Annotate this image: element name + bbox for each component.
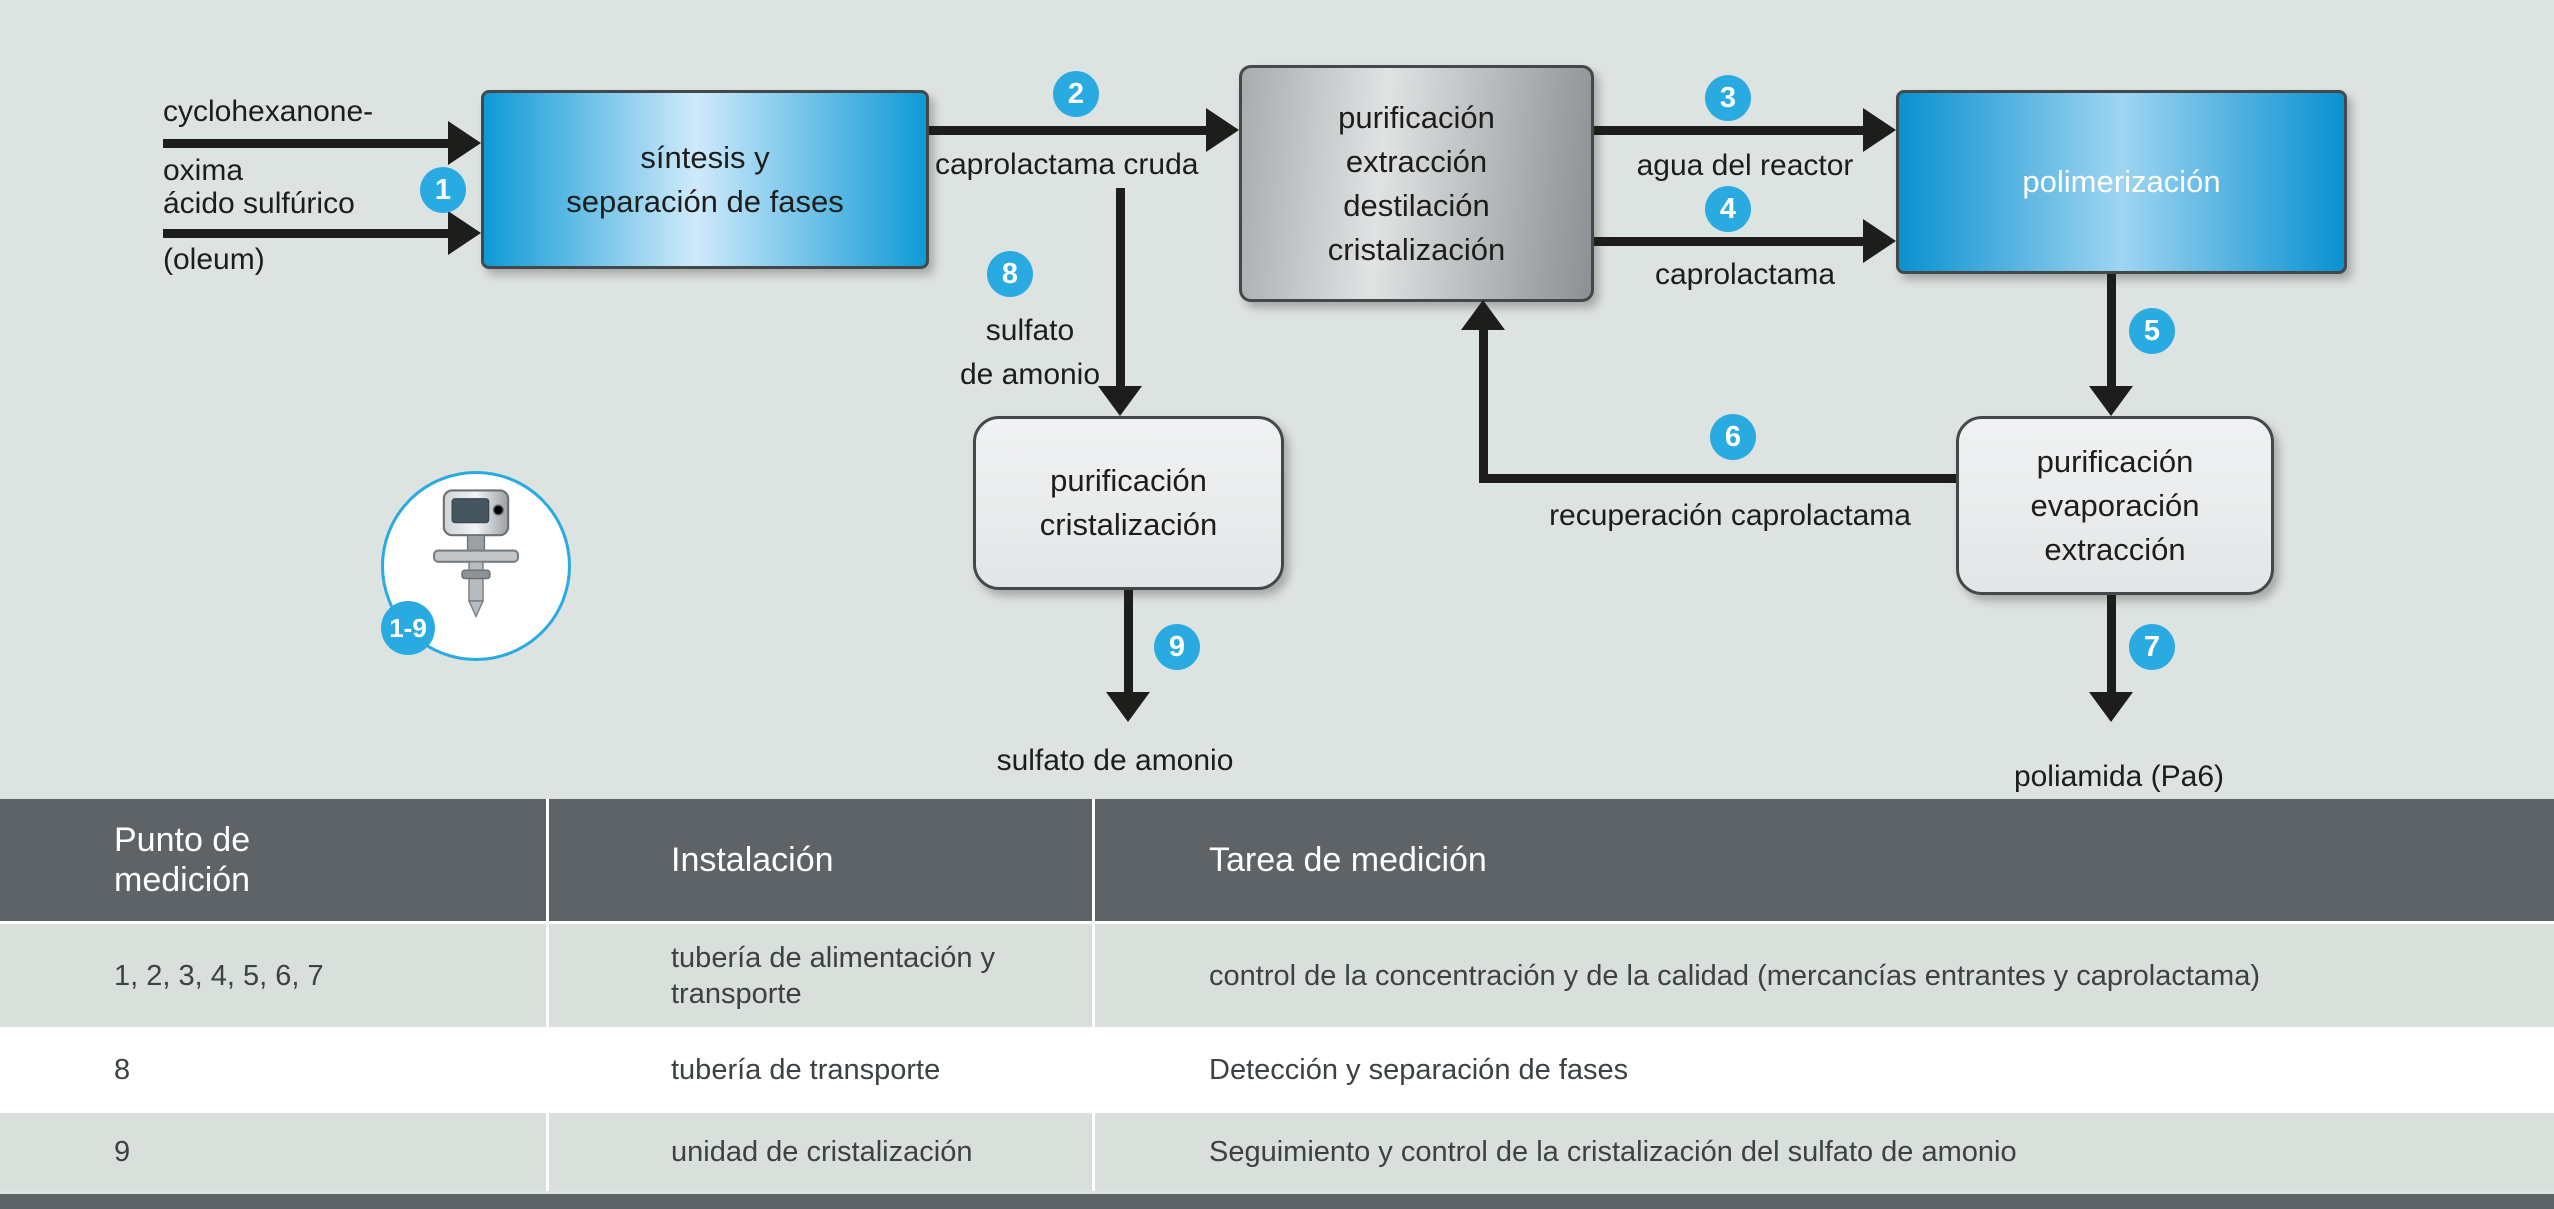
- measure-point-badge-2: 2: [1053, 71, 1099, 117]
- arrow-synthesis-to-purification-head: [1206, 108, 1239, 152]
- measure-point-badge-5: 5: [2129, 308, 2175, 354]
- measure-point-badge-range: 1-9: [381, 601, 435, 655]
- flowmeter-illustration: [432, 489, 520, 619]
- arrow-to-crystallization-shaft: [1116, 188, 1125, 386]
- arrow-to-crystallization-head: [1098, 386, 1142, 416]
- box-purification-main-line1: purificación: [1338, 99, 1495, 135]
- arrow-recycle-head: [1461, 300, 1505, 330]
- measure-point-badge-7: 7: [2129, 624, 2175, 670]
- arrow-caprolactama-shaft: [1594, 237, 1863, 246]
- footer-bar: [0, 1194, 2554, 1209]
- input-label-acido-line1: ácido sulfúrico: [163, 187, 355, 220]
- table-header-punto-line2: medición: [114, 861, 251, 899]
- box-purification-crystallization: purificación cristalización: [973, 416, 1284, 590]
- feed-arrow-1-shaft: [163, 139, 448, 148]
- input-label-cyclohexanone-line2: oxima: [163, 154, 244, 187]
- table-header-row: Punto de medición Instalación Tarea de m…: [0, 799, 2554, 921]
- arrow-recycle-horizontal-shaft: [1483, 474, 1956, 483]
- label-poliamida: poliamida (Pa6): [2013, 760, 2225, 793]
- box-purification-crystallization-line2: cristalización: [1039, 507, 1218, 542]
- table-header-instalacion: Instalación: [546, 799, 1092, 921]
- measure-point-badge-9: 9: [1154, 624, 1200, 670]
- table-header-punto: Punto de medición: [0, 799, 546, 921]
- table-cell-installation: tubería de transporte: [546, 1030, 1092, 1110]
- box-purification-evaporation-line2: evaporación: [2030, 487, 2200, 523]
- table-header-punto-line1: Punto de: [114, 821, 251, 859]
- label-sulfato-line2: de amonio: [959, 358, 1101, 391]
- box-purification-evaporation-line3: extracción: [2044, 531, 2186, 567]
- box-purification-main-line4: cristalización: [1327, 231, 1506, 267]
- label-caprolactama-cruda: caprolactama cruda: [935, 148, 1199, 181]
- input-label-cyclohexanone-line1: cyclohexanone-: [163, 95, 374, 128]
- table-cell-task: control de la concentración y de la cali…: [1092, 924, 2554, 1027]
- feed-arrow-1-head: [448, 121, 481, 165]
- table-cell-point: 9: [114, 1136, 131, 1168]
- box-polymerization: polimerización: [1896, 90, 2347, 274]
- table-row: 9 unidad de cristalización Seguimiento y…: [0, 1110, 2554, 1191]
- arrow-crystallization-out-shaft: [1124, 590, 1133, 692]
- table-cell-point: 8: [114, 1054, 131, 1086]
- table-row: 8 tubería de transporte Detección y sepa…: [0, 1027, 2554, 1110]
- measure-point-badge-1: 1: [420, 167, 466, 213]
- arrow-evaporation-out-head: [2089, 692, 2133, 722]
- feed-arrow-2-shaft: [163, 229, 448, 238]
- arrow-polymerization-down-head: [2089, 386, 2133, 416]
- box-purification-evaporation-line1: purificación: [2036, 443, 2194, 479]
- arrow-polymerization-down-shaft: [2107, 274, 2116, 386]
- label-caprolactama: caprolactama: [1654, 258, 1836, 291]
- table-cell-point: 1, 2, 3, 4, 5, 6, 7: [114, 959, 324, 992]
- measure-point-badge-3: 3: [1705, 75, 1751, 121]
- table-cell-installation: tubería de alimentación y transporte: [546, 924, 1092, 1027]
- label-sulfato-de-amonio: sulfato de amonio: [996, 744, 1234, 777]
- arrow-water-head: [1863, 108, 1896, 152]
- arrow-caprolactama-head: [1863, 219, 1896, 263]
- box-purification-main: purificación extracción destilación cris…: [1239, 65, 1594, 302]
- feed-arrow-2-head: [448, 211, 481, 255]
- box-purification-main-line2: extracción: [1345, 143, 1488, 179]
- box-purification-main-line3: destilación: [1343, 187, 1490, 223]
- label-sulfato-line1: sulfato: [985, 314, 1075, 347]
- arrow-evaporation-out-shaft: [2107, 595, 2116, 692]
- table-cell-task: Seguimiento y control de la cristalizaci…: [1092, 1113, 2554, 1191]
- input-label-acido-line2: (oleum): [163, 243, 265, 276]
- measurement-table: Punto de medición Instalación Tarea de m…: [0, 799, 2554, 1191]
- box-synthesis: síntesis y separación de fases: [481, 90, 929, 269]
- label-recuperacion-caprolactama: recuperación caprolactama: [1549, 499, 1911, 532]
- table-row: 1, 2, 3, 4, 5, 6, 7 tubería de alimentac…: [0, 921, 2554, 1027]
- arrow-recycle-vertical-shaft: [1479, 330, 1488, 483]
- measure-point-badge-8: 8: [987, 251, 1033, 297]
- table-header-tarea: Tarea de medición: [1092, 799, 2554, 921]
- table-cell-task: Detección y separación de fases: [1092, 1030, 2554, 1110]
- box-purification-crystallization-line1: purificación: [1050, 463, 1207, 498]
- arrow-synthesis-to-purification-shaft: [929, 126, 1206, 135]
- arrow-water-shaft: [1594, 126, 1863, 135]
- box-purification-evaporation: purificación evaporación extracción: [1956, 416, 2274, 595]
- arrow-crystallization-out-head: [1106, 692, 1150, 722]
- box-synthesis-line2: separación de fases: [566, 183, 844, 219]
- label-agua-del-reactor: agua del reactor: [1636, 149, 1854, 182]
- measure-point-badge-4: 4: [1705, 186, 1751, 232]
- box-synthesis-line1: síntesis y: [640, 139, 770, 175]
- table-cell-installation: unidad de cristalización: [546, 1113, 1092, 1191]
- measure-point-badge-6: 6: [1710, 414, 1756, 460]
- box-polymerization-line1: polimerización: [2022, 164, 2221, 199]
